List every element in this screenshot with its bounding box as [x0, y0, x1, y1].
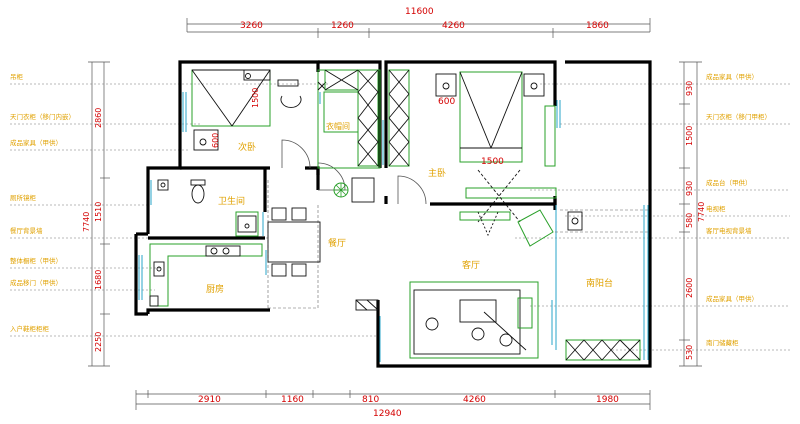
- room-second-bedroom: 次卧: [238, 141, 256, 153]
- top-dimension-4: 1860: [586, 21, 609, 31]
- bottom-dimension-4: 4260: [463, 395, 486, 405]
- label-finished-furniture-left: 成品家具（甲供）: [10, 138, 62, 147]
- room-bathroom: 卫生间: [218, 195, 245, 207]
- label-dining-wall: 餐厅背景墙: [10, 226, 43, 235]
- balcony-storage: [565, 211, 641, 361]
- second-bedroom-furniture: [191, 69, 381, 169]
- top-dimension-2: 1260: [331, 21, 354, 31]
- bathroom-fixtures: [157, 179, 259, 237]
- right-dimension-4: 580: [685, 213, 694, 228]
- label-finished-table: 成品台（甲供）: [706, 178, 752, 187]
- label-tv-wall: 客厅电视背景墙: [706, 226, 752, 235]
- top-total-dimension: 11600: [405, 7, 434, 17]
- dining-table: [267, 207, 321, 277]
- door-swings: [281, 139, 427, 205]
- windows: [138, 92, 649, 362]
- left-dimension-1: 2860: [94, 108, 103, 128]
- right-dimension-2: 1500: [685, 126, 694, 146]
- left-total-dimension: 7740: [82, 212, 91, 232]
- right-dimension-lines: [679, 61, 702, 367]
- right-dimension-3: 930: [685, 181, 694, 196]
- label-sliding-door: 成品移门（甲供）: [10, 278, 62, 287]
- right-dimension-1: 930: [685, 81, 694, 96]
- bottom-total-dimension: 12940: [373, 409, 402, 419]
- room-south-balcony: 南阳台: [586, 277, 613, 289]
- label-shoe-cabinet: 入户鞋柜柜柜: [10, 324, 50, 333]
- room-kitchen: 厨房: [206, 283, 224, 295]
- room-dining: 餐厅: [328, 237, 346, 249]
- bottom-dimension-lines: [135, 390, 651, 410]
- room-cloakroom: 衣帽间: [326, 121, 350, 131]
- label-finished-furniture-balcony: 成品家具（甲供）: [706, 294, 758, 303]
- left-dimension-4: 2250: [94, 332, 103, 352]
- label-hanging-cabinet: 吊柜: [10, 72, 24, 81]
- top-dimension-1: 3260: [240, 21, 263, 31]
- kitchen-counters: [149, 243, 263, 307]
- room-living: 客厅: [462, 259, 480, 271]
- left-dimension-2: 1510: [94, 202, 103, 222]
- cloakroom-cabinets: [324, 69, 379, 167]
- label-wardrobe-sliding: 天门衣柜（移门内嵌）: [10, 112, 75, 121]
- left-dimension-lines: [88, 61, 110, 367]
- wardrobe-600-second-bedroom: 600: [211, 133, 220, 148]
- master-wardrobe-column: [388, 69, 410, 167]
- living-sofa: [409, 281, 539, 359]
- master-bed: [435, 71, 556, 167]
- walls: [134, 60, 652, 368]
- bed-side-600: 600: [438, 97, 455, 107]
- bottom-dimension-3: 810: [362, 395, 379, 405]
- leader-lines: [10, 83, 790, 351]
- bottom-dimension-1: 2910: [198, 395, 221, 405]
- bottom-dimension-5: 1980: [596, 395, 619, 405]
- wardrobe-1500-second-bedroom: 1500: [251, 88, 260, 108]
- bed-width-1500: 1500: [481, 157, 504, 167]
- plant-icon: [333, 177, 375, 203]
- left-dimension-3: 1680: [94, 270, 103, 290]
- label-wardrobe-right: 天门衣柜（移门甲柜）: [706, 112, 771, 121]
- room-master-bedroom: 主卧: [428, 167, 446, 179]
- right-total-dimension: 7740: [697, 202, 706, 222]
- label-tv-cabinet: 电视柜: [706, 204, 726, 213]
- label-storage-cabinet: 南门储藏柜: [706, 338, 739, 347]
- top-dimension-3: 4260: [442, 21, 465, 31]
- label-kitchen-cabinet: 整体橱柜（甲供）: [10, 256, 62, 265]
- top-dimension-lines: [186, 18, 651, 38]
- entry-shoe-cabinet: [355, 299, 379, 311]
- bottom-dimension-2: 1160: [281, 395, 304, 405]
- label-finished-furniture-right: 成品家具（甲供）: [706, 72, 758, 81]
- right-dimension-5: 2600: [685, 278, 694, 298]
- label-mirror-cabinet: 厕所镜柜: [10, 193, 37, 202]
- tv-and-desk: [459, 169, 557, 247]
- right-dimension-6: 530: [685, 345, 694, 360]
